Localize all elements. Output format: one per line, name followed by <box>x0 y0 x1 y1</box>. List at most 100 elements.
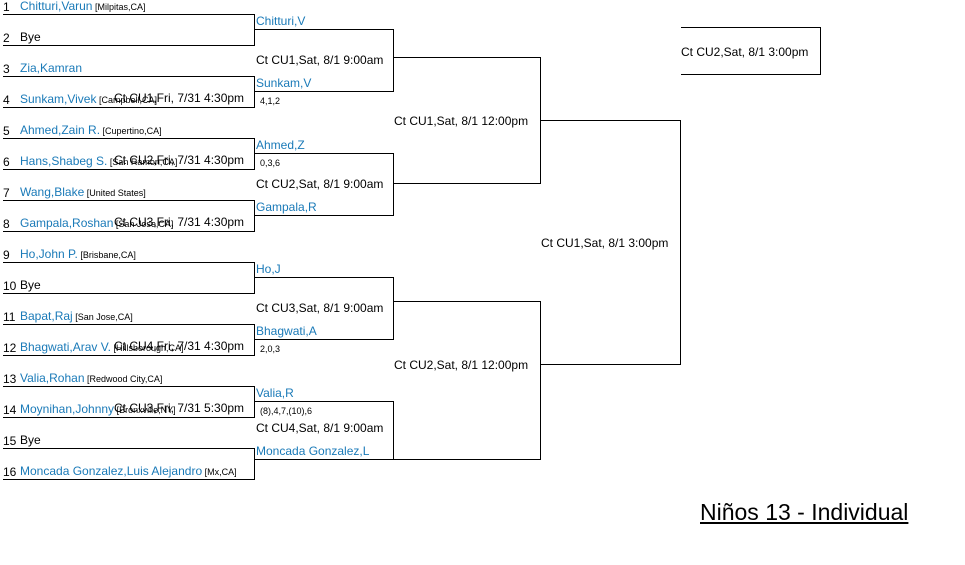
player-location: [Redwood City,CA] <box>84 374 163 384</box>
seed-number: 16 <box>3 465 17 479</box>
final-connector <box>820 27 821 75</box>
player-name[interactable]: Hans,Shabeg S. [San Ramon,CA] <box>20 154 178 168</box>
seed-number: 3 <box>3 62 10 76</box>
player-location: [Milpitas,CA] <box>92 2 146 12</box>
r2-connector <box>393 153 394 216</box>
r2-score: 2,0,3 <box>260 344 281 354</box>
seed-number: 12 <box>3 341 17 355</box>
seed-number: 1 <box>3 0 10 14</box>
r1-slot-line <box>3 200 255 201</box>
seed-number: 14 <box>3 403 17 417</box>
r1-slot-line <box>3 355 255 356</box>
final-bottom-line <box>681 74 820 75</box>
player-name[interactable]: Ahmed,Zain R. [Cupertino,CA] <box>20 123 162 137</box>
r1-connector <box>254 262 255 294</box>
player-location: [Bronxville,NY] <box>114 405 176 415</box>
r1-slot-line <box>3 324 255 325</box>
player-name[interactable]: Wang,Blake [United States] <box>20 185 146 199</box>
seed-number: 2 <box>3 31 10 45</box>
r2-match-info: Ct CU1,Sat, 8/1 9:00am <box>256 53 384 67</box>
player-location: [Campbell,CA] <box>96 95 158 105</box>
r1-connector <box>254 138 255 170</box>
r1-connector <box>254 14 255 46</box>
seed-number: 11 <box>3 310 16 324</box>
player-name[interactable]: Ho,John P. [Brisbane,CA] <box>20 247 136 261</box>
player-location: [San Ramon,CA] <box>107 157 178 167</box>
r1-slot-line <box>3 417 255 418</box>
r2-winner-name[interactable]: Chitturi,V <box>256 14 306 28</box>
seed-number: 15 <box>3 434 17 448</box>
player-name[interactable]: Zia,Kamran <box>20 61 83 75</box>
final-match-info: Ct CU2,Sat, 8/1 3:00pm <box>681 45 809 59</box>
player-name[interactable]: Valia,Rohan [Redwood City,CA] <box>20 371 163 385</box>
seed-number: 6 <box>3 155 10 169</box>
r4-slot-line <box>540 120 681 121</box>
r2-winner-name[interactable]: Ho,J <box>256 262 281 276</box>
r2-match-info: Ct CU3,Sat, 8/1 9:00am <box>256 301 384 315</box>
r2-connector <box>393 401 394 460</box>
r1-slot-line <box>3 45 255 46</box>
player-location: [Hillsborough,CA] <box>110 343 184 353</box>
r4-match-info: Ct CU1,Sat, 8/1 3:00pm <box>541 236 669 250</box>
r1-connector <box>254 200 255 232</box>
r3-slot-line <box>393 183 541 184</box>
r3-slot-line <box>393 57 541 58</box>
r1-slot-line <box>3 231 255 232</box>
seed-number: 10 <box>3 279 17 293</box>
r2-slot-line <box>254 91 394 92</box>
r2-slot-line <box>254 277 394 278</box>
r2-winner-name[interactable]: Sunkam,V <box>256 76 312 90</box>
bye-label: Bye <box>20 278 41 292</box>
bye-label: Bye <box>20 433 41 447</box>
r2-winner-name[interactable]: Valia,R <box>256 386 294 400</box>
r3-connector <box>540 301 541 460</box>
r1-match-info: Ct CU3,Fri, 7/31 5:30pm <box>114 401 245 415</box>
seed-number: 5 <box>3 124 10 138</box>
r4-slot-line <box>540 364 681 365</box>
player-name[interactable]: Chitturi,Varun [Milpitas,CA] <box>20 0 146 13</box>
r3-match-info: Ct CU1,Sat, 8/1 12:00pm <box>394 114 529 128</box>
r2-winner-name[interactable]: Gampala,R <box>256 200 317 214</box>
r2-slot-line <box>254 401 394 402</box>
r4-connector <box>680 120 681 365</box>
r1-slot-line <box>3 448 255 449</box>
player-name[interactable]: Sunkam,Vivek [Campbell,CA] <box>20 92 158 106</box>
r1-slot-line <box>3 14 255 15</box>
r1-slot-line <box>3 138 255 139</box>
r1-slot-line <box>3 262 255 263</box>
r2-score: (8),4,7,(10),6 <box>260 406 313 416</box>
player-location: [Mx,CA] <box>202 467 237 477</box>
r2-connector <box>393 277 394 340</box>
r1-slot-line <box>3 76 255 77</box>
seed-number: 13 <box>3 372 17 386</box>
player-name[interactable]: Moynihan,Johnny [Bronxville,NY] <box>20 402 176 416</box>
r2-score: 4,1,2 <box>260 96 281 106</box>
r2-slot-line <box>254 215 394 216</box>
r1-connector <box>254 76 255 108</box>
r1-connector <box>254 386 255 418</box>
seed-number: 7 <box>3 186 10 200</box>
r2-slot-line <box>254 459 394 460</box>
player-location: [United States] <box>84 188 146 198</box>
r2-winner-name[interactable]: Bhagwati,A <box>256 324 317 338</box>
r2-connector <box>393 29 394 92</box>
player-name[interactable]: Moncada Gonzalez,Luis Alejandro [Mx,CA] <box>20 464 237 478</box>
player-name[interactable]: Bapat,Raj [San Jose,CA] <box>20 309 133 323</box>
r1-match-info: Ct CU2,Fri, 7/31 4:30pm <box>114 153 245 167</box>
r1-slot-line <box>3 386 255 387</box>
player-name[interactable]: Gampala,Roshan [San Jose,CA] <box>20 216 174 230</box>
player-location: [Cupertino,CA] <box>100 126 162 136</box>
r2-match-info: Ct CU4,Sat, 8/1 9:00am <box>256 421 384 435</box>
r1-match-info: Ct CU3,Fri, 7/31 4:30pm <box>114 215 245 229</box>
r2-winner-name[interactable]: Ahmed,Z <box>256 138 305 152</box>
r2-slot-line <box>254 153 394 154</box>
r1-match-info: Ct CU1,Fri, 7/31 4:30pm <box>114 91 245 105</box>
bye-label: Bye <box>20 30 41 44</box>
r1-slot-line <box>3 169 255 170</box>
r1-match-info: Ct CU4,Fri, 7/31 4:30pm <box>114 339 245 353</box>
r1-connector <box>254 448 255 480</box>
r2-winner-name[interactable]: Moncada Gonzalez,L <box>256 444 370 458</box>
r3-match-info: Ct CU2,Sat, 8/1 12:00pm <box>394 358 529 372</box>
player-name[interactable]: Bhagwati,Arav V. [Hillsborough,CA] <box>20 340 184 354</box>
